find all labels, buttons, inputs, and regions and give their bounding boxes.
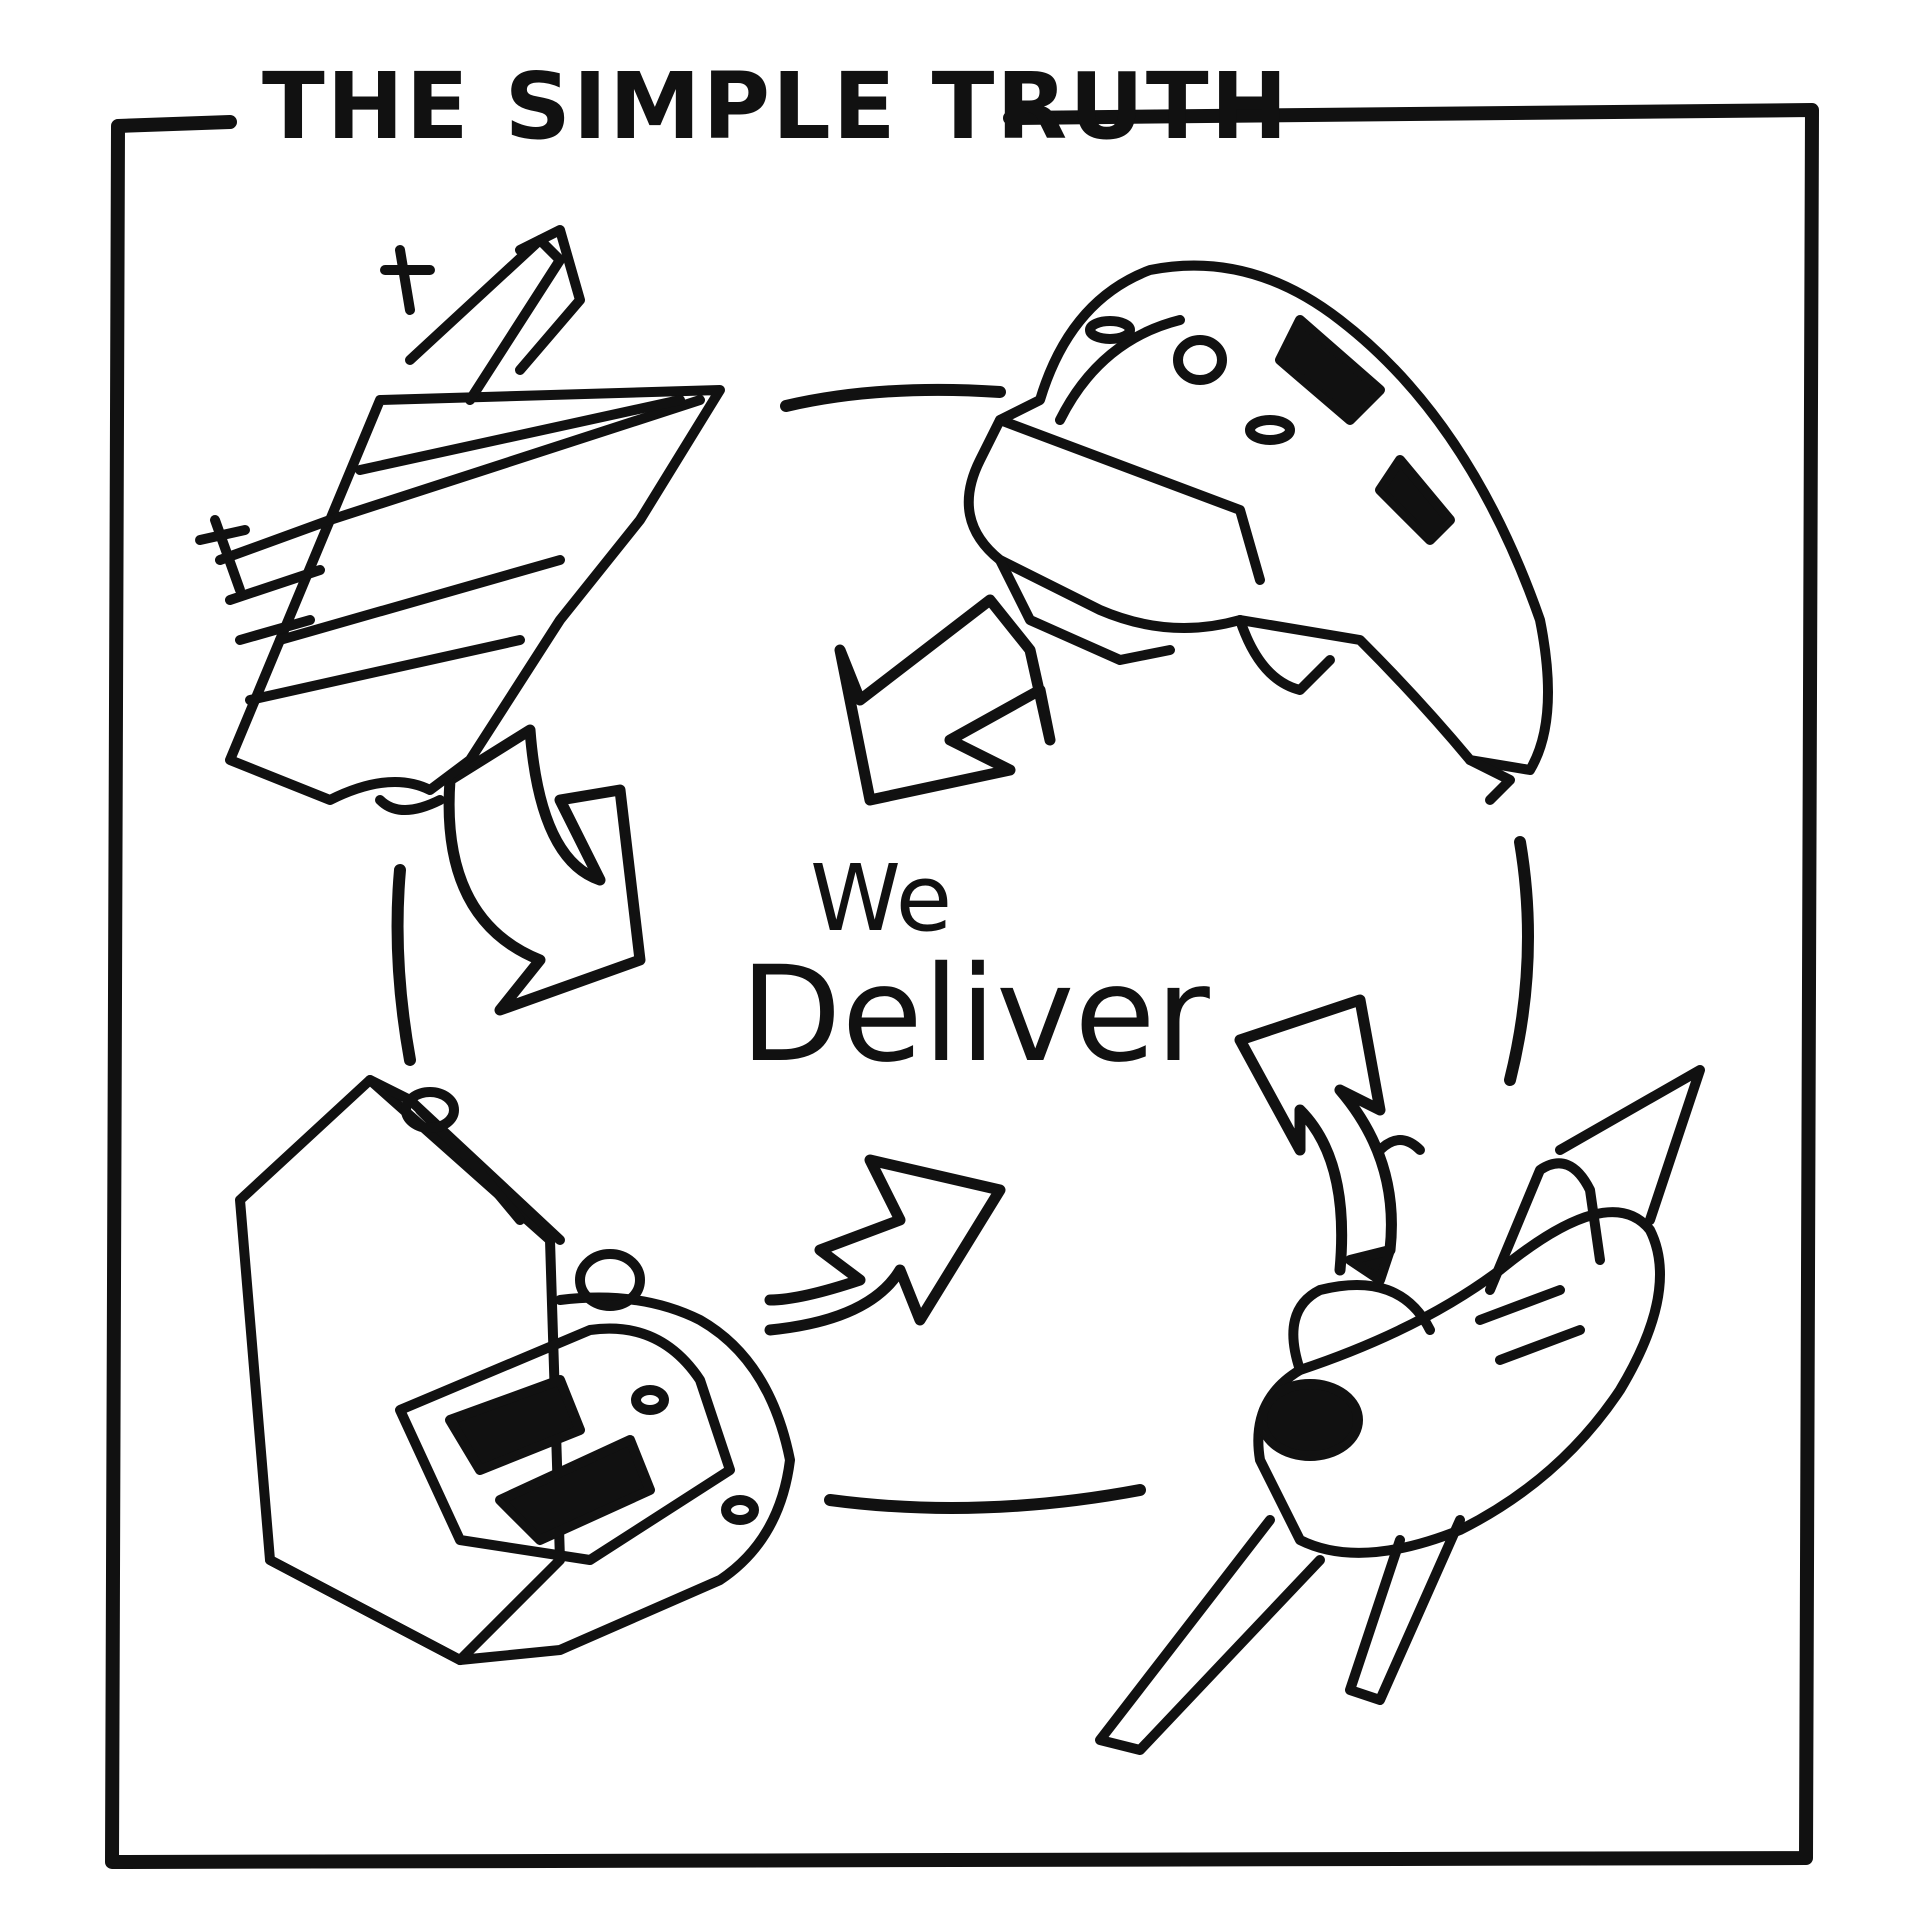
cargo-ship-icon <box>195 225 725 815</box>
center-line-deliver: Deliver <box>740 938 1211 1092</box>
panel-title: THE SIMPLE TRUTH <box>262 53 1290 160</box>
center-line-we: We <box>810 845 952 952</box>
delivery-truck-icon <box>235 1075 795 1665</box>
cycle-arcs <box>391 383 1534 1514</box>
arrow-truck-to-center <box>764 1154 1006 1336</box>
arrow-ship-to-center <box>443 724 646 1016</box>
bullet-train-icon <box>963 260 1553 805</box>
arrow-plane-to-center <box>1234 994 1397 1276</box>
panel-border <box>105 103 1819 1869</box>
arrow-train-to-center <box>834 594 1056 806</box>
cycle-arrows <box>443 594 1397 1336</box>
airplane-icon <box>1095 1065 1705 1755</box>
